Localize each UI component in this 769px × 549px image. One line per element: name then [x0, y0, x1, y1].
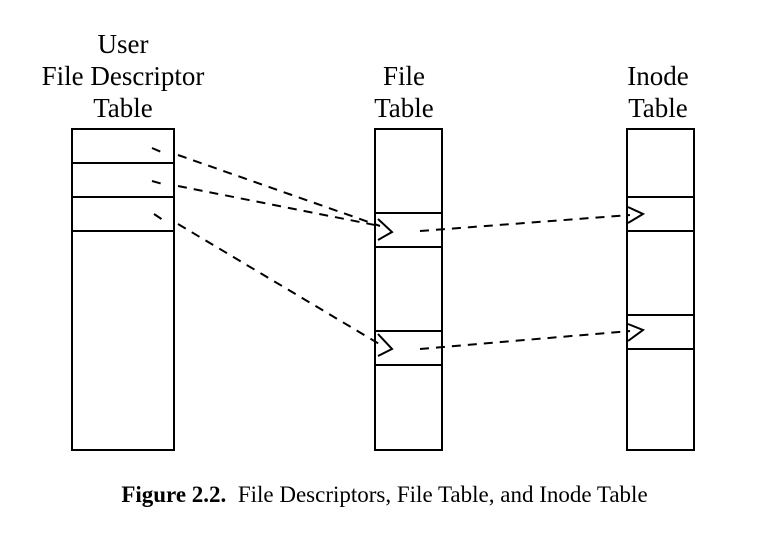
ufd-table-box: [71, 128, 175, 451]
arrowhead-file-b: [377, 333, 394, 357]
ufd-pointer-stub-2: [151, 180, 167, 186]
ufd-pointer-stub-3: [153, 213, 167, 223]
file-title-line-1: File: [382, 61, 425, 91]
inode-table-box: [626, 128, 695, 451]
figure-caption: Figure 2.2. File Descriptors, File Table…: [0, 482, 769, 508]
arrow-file-a-to-inode-a: [419, 214, 631, 232]
ufd-pointer-stub-1: [151, 147, 167, 155]
ufd-title-line-2: File Descriptor: [41, 61, 205, 91]
figure-caption-text: File Descriptors, File Table, and Inode …: [237, 482, 648, 507]
arrowhead-inode-b: [627, 323, 646, 342]
arrowhead-inode-a: [627, 206, 646, 224]
arrow-file-b-to-inode-b: [419, 330, 631, 350]
inode-title-line-1: Inode: [627, 61, 689, 91]
ufd-table-title: User File Descriptor Table: [40, 28, 206, 124]
ufd-title-line-3: Table: [93, 93, 153, 123]
inode-title-line-2: Table: [628, 93, 688, 123]
file-table-box: [374, 128, 443, 451]
file-table-title: File Table: [358, 60, 450, 124]
arrowhead-file-a: [377, 218, 394, 241]
figure-caption-label: Figure 2.2.: [121, 482, 227, 507]
inode-table-title: Inode Table: [612, 60, 704, 124]
arrow-ufd1-to-file-a: [177, 154, 381, 227]
file-title-line-2: Table: [374, 93, 434, 123]
arrow-ufd2-to-file-a: [177, 185, 381, 227]
ufd-title-line-1: User: [97, 29, 149, 59]
arrow-ufd3-to-file-b: [177, 223, 382, 346]
